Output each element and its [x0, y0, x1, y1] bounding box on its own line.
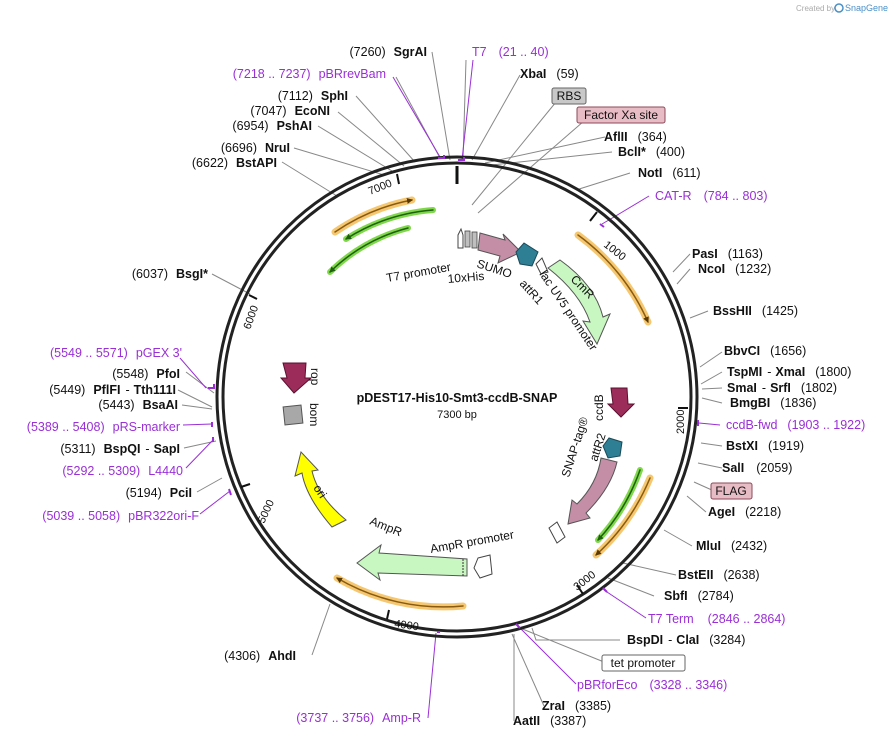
tick-label-3000: 3000 — [571, 569, 598, 594]
box-tet-promoter-label: tet promoter — [611, 656, 676, 670]
primer-t7term: T7 Term(2846 .. 2864) — [648, 612, 785, 626]
box-tet-promoter: tet promoter — [601, 654, 686, 672]
site-noti: NotI(611) — [638, 166, 701, 180]
scale-ticks — [240, 173, 688, 620]
feature-t7-promoter — [457, 227, 464, 249]
primer-l4440: (5292 .. 5309)L4440 — [62, 464, 183, 478]
plasmid-name: pDEST17-His10-Smt3-ccdB-SNAP — [357, 391, 558, 405]
box-rbs-label: RBS — [557, 89, 582, 103]
site-pfoi: (5548)PfoI — [112, 367, 180, 381]
site-agei: AgeI(2218) — [708, 505, 781, 519]
tick-label-2000: 2000 — [675, 410, 687, 434]
feature-snap — [567, 457, 618, 525]
box-factor-xa: Factor Xa site — [576, 106, 666, 124]
snapgene-brand: SnapGene — [845, 3, 888, 13]
feature-cmr — [547, 259, 611, 346]
site-bcli: BclI*(400) — [618, 145, 685, 159]
site-bspdi: BspDI-ClaI(3284) — [627, 633, 745, 647]
site-pshai: (6954)PshAI — [232, 119, 312, 133]
site-bsshii: BssHII(1425) — [713, 304, 798, 318]
label-ccdb: ccdB — [592, 394, 606, 421]
feature-bom — [282, 404, 304, 426]
label-his: 10xHis — [447, 269, 485, 286]
tick-label-5000: 5000 — [256, 498, 277, 525]
feature-attr2 — [602, 437, 623, 459]
label-rop: rop — [308, 368, 322, 386]
site-mlui: MluI(2432) — [696, 539, 767, 553]
primer-pbr322: (5039 .. 5058)pBR322ori-F — [42, 509, 199, 523]
site-aflii: AflII(364) — [604, 130, 667, 144]
site-zrai: ZraI(3385) — [542, 699, 611, 713]
snapgene-logo-icon — [834, 3, 844, 13]
site-ahdi: (4306)AhdI — [224, 649, 296, 663]
feature-rop — [279, 362, 313, 394]
label-ampr: AmpR — [368, 514, 404, 540]
site-sbfi: SbfI(2784) — [664, 589, 734, 603]
site-pflfi: (5449)PflFI-Tth111I — [49, 383, 176, 397]
primer-prs: (5389 .. 5408)pRS-marker — [27, 420, 180, 434]
feature-small-blocks — [464, 230, 478, 249]
snapgene-logo: SnapGene — [834, 3, 888, 13]
primer-pbrrevbam: (7218 .. 7237)pBRrevBam — [233, 67, 386, 81]
site-smai: SmaI-SrfI(1802) — [727, 381, 837, 395]
feature-his-tag — [515, 242, 539, 267]
primer-catr: CAT-R(784 .. 803) — [655, 189, 768, 203]
feature-ampr — [356, 543, 468, 582]
primer-t7: T7(21 .. 40) — [472, 45, 549, 59]
feature-t7-terminator — [548, 521, 566, 544]
tick-label-6000: 6000 — [242, 304, 262, 331]
site-ncoi: NcoI(1232) — [698, 262, 771, 276]
label-ori: ori — [311, 482, 330, 501]
backbone-inner — [221, 161, 693, 633]
label-bom: bom — [307, 403, 321, 426]
site-bsgi: (6037)BsgI* — [132, 267, 208, 281]
box-factor-xa-label: Factor Xa site — [584, 108, 658, 122]
feature-ampr-promoter — [473, 554, 493, 579]
box-rbs: RBS — [551, 87, 587, 105]
site-nrui: (6696)NruI — [221, 141, 290, 155]
site-bbvci: BbvCI(1656) — [724, 344, 806, 358]
site-bstxi: BstXI(1919) — [726, 439, 804, 453]
box-flag: FLAG — [710, 482, 753, 500]
credit-text: Created by — [796, 4, 835, 13]
backbone-outer — [215, 155, 699, 639]
site-pcii: (5194)PciI — [126, 486, 192, 500]
site-pasi: PasI(1163) — [692, 247, 763, 261]
site-sgrai: (7260)SgrAI — [350, 45, 427, 59]
site-econi: (7047)EcoNI — [250, 104, 330, 118]
site-bsteii: BstEII(2638) — [678, 568, 760, 582]
primer-leader-lines — [179, 59, 721, 719]
site-bstapi: (6622)BstAPI — [192, 156, 277, 170]
feature-lacuv5 — [535, 257, 549, 275]
primer-pgex3: (5549 .. 5571)pGEX 3' — [50, 346, 182, 360]
site-xbai: XbaI(59) — [520, 67, 579, 81]
tick-label-4000: 4000 — [394, 618, 420, 633]
site-sali: SalI(2059) — [722, 461, 792, 475]
label-t7-promoter: T7 promoter — [385, 260, 452, 285]
primer-pbrforeco: pBRforEco(3328 .. 3346) — [577, 678, 727, 692]
green-arc-arrows — [327, 207, 643, 543]
site-aatii: AatII(3387) — [513, 714, 586, 728]
site-bsaai: (5443)BsaAI — [98, 398, 178, 412]
primer-ampr: (3737 .. 3756)Amp-R — [296, 711, 421, 725]
feature-ori — [294, 450, 347, 528]
site-sphi: (7112)SphI — [278, 89, 348, 103]
site-bspqi: (5311)BspQI-SapI — [60, 442, 180, 456]
label-ampr-promoter: AmpR promoter — [429, 527, 515, 555]
feature-ccdb — [606, 387, 636, 418]
feature-sumo — [477, 232, 522, 264]
box-flag-label: FLAG — [715, 484, 746, 498]
label-snap: SNAP-tag® — [559, 415, 592, 479]
site-bmgbi: BmgBI(1836) — [730, 396, 816, 410]
site-tspmi: TspMI-XmaI(1800) — [727, 365, 851, 379]
plasmid-size: 7300 bp — [437, 409, 477, 421]
primer-ccdbfwd: ccdB-fwd(1903 .. 1922) — [726, 418, 865, 432]
primer-marks — [208, 155, 699, 633]
orange-arc-arrows — [331, 196, 654, 611]
